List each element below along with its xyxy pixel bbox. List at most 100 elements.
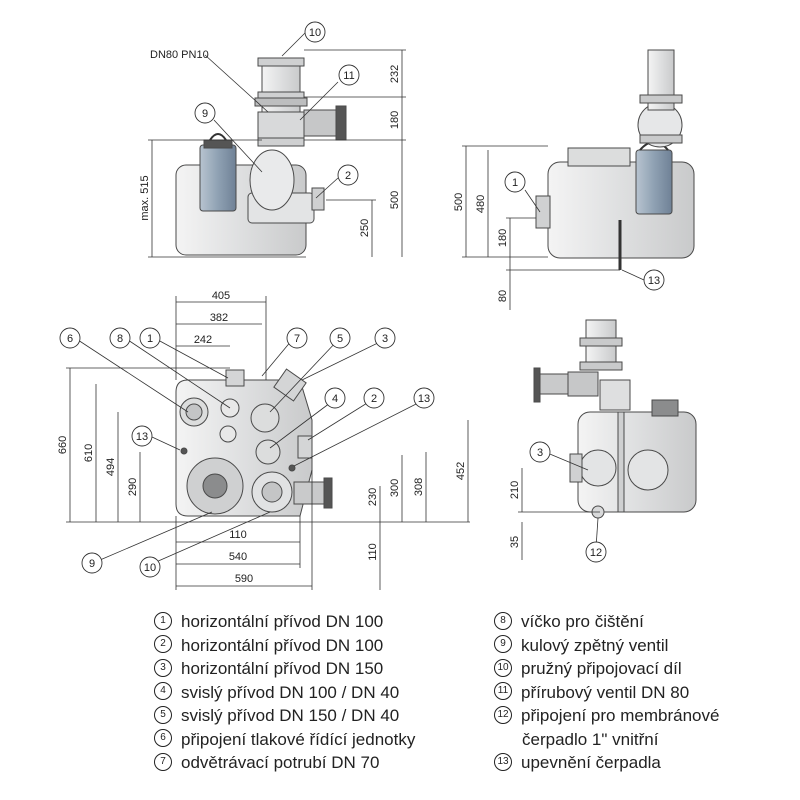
dim-side-500: 500 — [453, 193, 465, 211]
side-pump — [635, 149, 673, 215]
dim-660: 660 — [57, 436, 69, 454]
legend-text: pružný připojovací díl — [521, 659, 682, 678]
rear-view — [533, 319, 697, 519]
dimension-lines — [66, 49, 620, 590]
callout-13: 13 — [136, 431, 148, 443]
dim-side-180: 180 — [497, 229, 509, 247]
legend-item: 8 víčko pro čištění — [494, 610, 719, 634]
dim-540: 540 — [229, 551, 247, 563]
legend-text: připojení tlakové řídící jednotky — [181, 729, 416, 749]
dim-452: 452 — [455, 462, 467, 480]
legend-item: 3 horizontální přívod DN 150 — [154, 657, 415, 681]
legend-number: 13 — [494, 752, 512, 771]
dim-side-480: 480 — [475, 195, 487, 213]
legend-number: 8 — [494, 611, 512, 630]
inlet-4 — [255, 439, 281, 465]
technical-drawing: 10 11 9 2 1 13 6 8 1 7 5 3 4 2 13 13 9 1… — [57, 21, 697, 590]
dim-110-side: 110 — [367, 543, 379, 561]
legend-number: 12 — [494, 705, 512, 724]
legend-text: připojení pro membránové — [521, 706, 720, 725]
callout-8: 8 — [117, 333, 123, 345]
pump-motor — [199, 144, 237, 212]
callout-7: 7 — [294, 333, 300, 345]
dim-110-plan: 110 — [229, 529, 247, 541]
callout-10: 10 — [144, 562, 156, 574]
legend-text: čerpadlo 1" vnitřní — [522, 729, 659, 749]
dim-210: 210 — [509, 481, 521, 499]
legend-text: svislý přívod DN 150 / DN 40 — [181, 706, 400, 725]
dim-230: 230 — [367, 488, 379, 506]
callout-6: 6 — [67, 333, 73, 345]
legend-number: 6 — [154, 729, 172, 748]
legend-number: 5 — [154, 705, 172, 724]
dim-308: 308 — [413, 478, 425, 496]
legend-number: 4 — [154, 682, 172, 701]
legend-item: 2 horizontální přívod DN 100 — [154, 634, 415, 658]
rear-inlet-3 — [579, 449, 617, 487]
legend-number: 2 — [154, 635, 172, 654]
callout-11: 11 — [343, 70, 354, 82]
dim-405: 405 — [212, 290, 230, 302]
callout-2: 2 — [345, 170, 351, 182]
legend-text: víčko pro čištění — [521, 612, 644, 631]
dim-side-80: 80 — [497, 290, 509, 302]
dim-300: 300 — [389, 479, 401, 497]
callout-3: 3 — [537, 447, 543, 459]
legend-number: 7 — [154, 752, 172, 771]
callout-3: 3 — [382, 333, 388, 345]
callout-10: 10 — [309, 27, 321, 39]
dim-494: 494 — [105, 458, 117, 476]
dim-35: 35 — [509, 536, 521, 548]
dimension-labels: DN80 PN10 232 180 500 250 max. 515 500 4… — [57, 49, 521, 585]
legend-text: odvětrávací potrubí DN 70 — [181, 753, 380, 772]
dim-290: 290 — [127, 478, 139, 496]
callout-labels: 10 11 9 2 1 13 6 8 1 7 5 3 4 2 13 13 9 1… — [67, 27, 660, 574]
legend-item: 6 připojení tlakové řídící jednotky — [154, 728, 415, 752]
legend-text: upevnění čerpadla — [521, 753, 661, 772]
legend-item: 12 připojení pro membránové — [494, 704, 719, 728]
dim-590: 590 — [235, 573, 253, 585]
dim-382: 382 — [210, 312, 228, 324]
dim-180: 180 — [389, 111, 401, 129]
dim-232: 232 — [389, 65, 401, 83]
callout-9: 9 — [202, 108, 208, 120]
legend-item: 4 svislý přívod DN 100 / DN 40 — [154, 681, 415, 705]
callout-1: 1 — [512, 177, 518, 189]
front-view — [175, 57, 347, 256]
dim-242: 242 — [194, 334, 212, 346]
plan-view — [175, 368, 333, 517]
legend-text: horizontální přívod DN 100 — [181, 612, 384, 631]
callout-5: 5 — [337, 333, 343, 345]
legend-item: 11 přírubový ventil DN 80 — [494, 681, 719, 705]
side-view — [535, 49, 695, 270]
legend-number: 10 — [494, 658, 512, 677]
dim-500: 500 — [389, 191, 401, 209]
callout-13: 13 — [418, 393, 430, 405]
callout-2: 2 — [371, 393, 377, 405]
callout-4: 4 — [332, 393, 338, 405]
vent-7 — [250, 403, 280, 433]
legend-text: horizontální přívod DN 100 — [181, 635, 384, 655]
legend-number: 11 — [494, 682, 512, 701]
legend-text: přírubový ventil DN 80 — [521, 682, 690, 702]
legend-item-continuation: čerpadlo 1" vnitřní — [494, 728, 719, 752]
callout-1: 1 — [147, 333, 153, 345]
callout-12: 12 — [590, 547, 602, 559]
legend-number: 3 — [154, 658, 172, 677]
leader-lines — [77, 31, 645, 563]
dim-250: 250 — [359, 219, 371, 237]
legend-left: 1 horizontální přívod DN 100 2 horizontáln… — [154, 610, 415, 775]
legend-text: horizontální přívod DN 150 — [181, 659, 384, 678]
dim-610: 610 — [83, 444, 95, 462]
legend-item: 13 upevnění čerpadla — [494, 751, 719, 775]
dim-max-515: max. 515 — [139, 175, 151, 220]
legend-number: 1 — [154, 611, 172, 630]
flange-valve — [303, 109, 337, 137]
legend-item: 7 odvětrávací potrubí DN 70 — [154, 751, 415, 775]
callout-13: 13 — [648, 275, 660, 287]
callout-9: 9 — [89, 558, 95, 570]
legend-item: 1 horizontální přívod DN 100 — [154, 610, 415, 634]
legend-text: svislý přívod DN 100 / DN 40 — [181, 682, 400, 702]
